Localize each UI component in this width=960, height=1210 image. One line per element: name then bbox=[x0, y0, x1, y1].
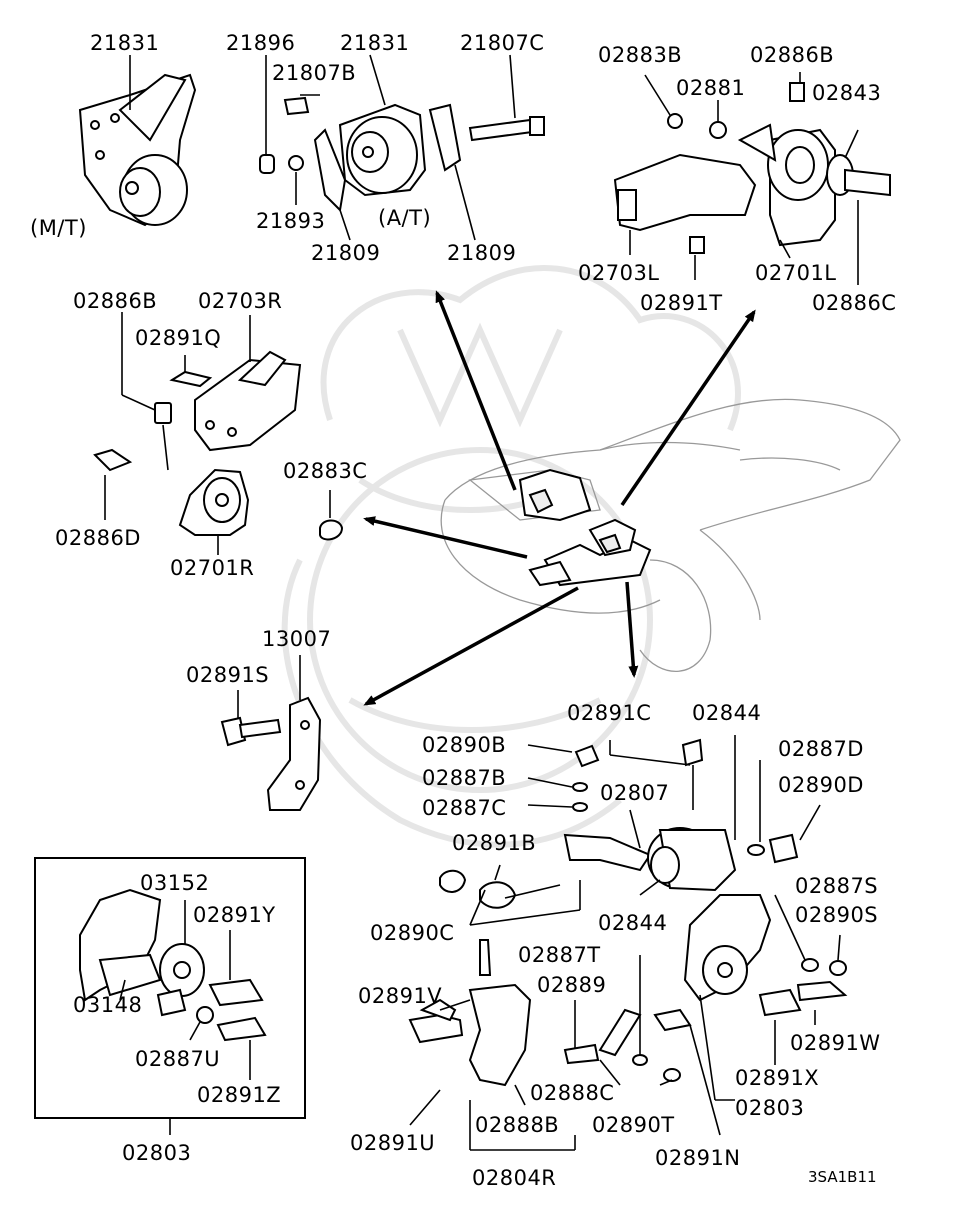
label-02888b: 02888B bbox=[475, 1113, 559, 1137]
label-02887d: 02887D bbox=[778, 737, 864, 761]
label-02886b-top: 02886B bbox=[750, 43, 834, 67]
right-mount-group bbox=[93, 350, 344, 541]
label-02887t: 02887T bbox=[518, 943, 601, 967]
label-02891b: 02891B bbox=[452, 831, 536, 855]
label-13007: 13007 bbox=[262, 627, 331, 651]
label-02891x: 02891X bbox=[735, 1066, 819, 1090]
at-mount-group bbox=[259, 96, 545, 213]
label-02891q: 02891Q bbox=[135, 326, 221, 350]
diagram-code: 3SA1B11 bbox=[808, 1168, 877, 1186]
mt-mount-group bbox=[78, 73, 197, 227]
label-21831-at: 21831 bbox=[340, 31, 409, 55]
label-02701l: 02701L bbox=[755, 261, 837, 285]
rear-mount-group bbox=[408, 738, 848, 1087]
label-03148: 03148 bbox=[73, 993, 142, 1017]
car-outline bbox=[440, 398, 901, 673]
label-02803-inset: 02803 bbox=[122, 1141, 191, 1165]
label-02890c: 02890C bbox=[370, 921, 454, 945]
label-02844-bottom: 02844 bbox=[598, 911, 667, 935]
engine-assembly bbox=[518, 468, 652, 587]
label-02890d: 02890D bbox=[778, 773, 864, 797]
label-02891t: 02891T bbox=[640, 291, 723, 315]
label-02887s: 02887S bbox=[795, 874, 878, 898]
label-21831-mt: 21831 bbox=[90, 31, 159, 55]
label-02803-main: 02803 bbox=[735, 1096, 804, 1120]
label-02807: 02807 bbox=[600, 781, 669, 805]
label-02891v: 02891V bbox=[358, 984, 442, 1008]
label-02701r: 02701R bbox=[170, 556, 254, 580]
label-02889: 02889 bbox=[537, 973, 606, 997]
label-02883c: 02883C bbox=[283, 459, 367, 483]
label-02891u: 02891U bbox=[350, 1131, 435, 1155]
label-02887b: 02887B bbox=[422, 766, 506, 790]
label-02888c: 02888C bbox=[530, 1081, 614, 1105]
label-02804r: 02804R bbox=[472, 1166, 556, 1190]
label-02891z: 02891Z bbox=[197, 1083, 281, 1107]
label-02891w: 02891W bbox=[790, 1031, 881, 1055]
label-21807c: 21807C bbox=[460, 31, 544, 55]
part-labels: 21831 (M/T) 21896 21831 21807C 21807B 21… bbox=[30, 31, 896, 1190]
left-mount-group bbox=[613, 82, 891, 254]
label-02891c: 02891C bbox=[567, 701, 651, 725]
label-02887c: 02887C bbox=[422, 796, 506, 820]
label-02703l: 02703L bbox=[578, 261, 660, 285]
label-02883b: 02883B bbox=[598, 43, 682, 67]
label-21896: 21896 bbox=[226, 31, 295, 55]
label-21893: 21893 bbox=[256, 209, 325, 233]
label-02891s: 02891S bbox=[186, 663, 269, 687]
label-03152: 03152 bbox=[140, 871, 209, 895]
label-02844-top: 02844 bbox=[692, 701, 761, 725]
label-02703r: 02703R bbox=[198, 289, 282, 313]
label-21809-right: 21809 bbox=[447, 241, 516, 265]
label-02886c: 02886C bbox=[812, 291, 896, 315]
label-21807b: 21807B bbox=[272, 61, 356, 85]
direction-arrows bbox=[363, 290, 756, 706]
label-02891n: 02891N bbox=[655, 1146, 741, 1170]
label-02890s: 02890S bbox=[795, 903, 878, 927]
label-mt: (M/T) bbox=[30, 216, 87, 240]
label-at: (A/T) bbox=[378, 206, 431, 230]
label-02843: 02843 bbox=[812, 81, 881, 105]
label-02887u: 02887U bbox=[135, 1047, 220, 1071]
bracket-13007-group bbox=[220, 696, 322, 811]
label-02886d: 02886D bbox=[55, 526, 141, 550]
background-emblem bbox=[281, 264, 741, 848]
label-02891y: 02891Y bbox=[193, 903, 276, 927]
label-02886b-mid: 02886B bbox=[73, 289, 157, 313]
label-02881: 02881 bbox=[676, 76, 745, 100]
label-02890t: 02890T bbox=[592, 1113, 675, 1137]
label-02890b: 02890B bbox=[422, 733, 506, 757]
inset-mount-group bbox=[79, 888, 267, 1042]
label-21809-left: 21809 bbox=[311, 241, 380, 265]
